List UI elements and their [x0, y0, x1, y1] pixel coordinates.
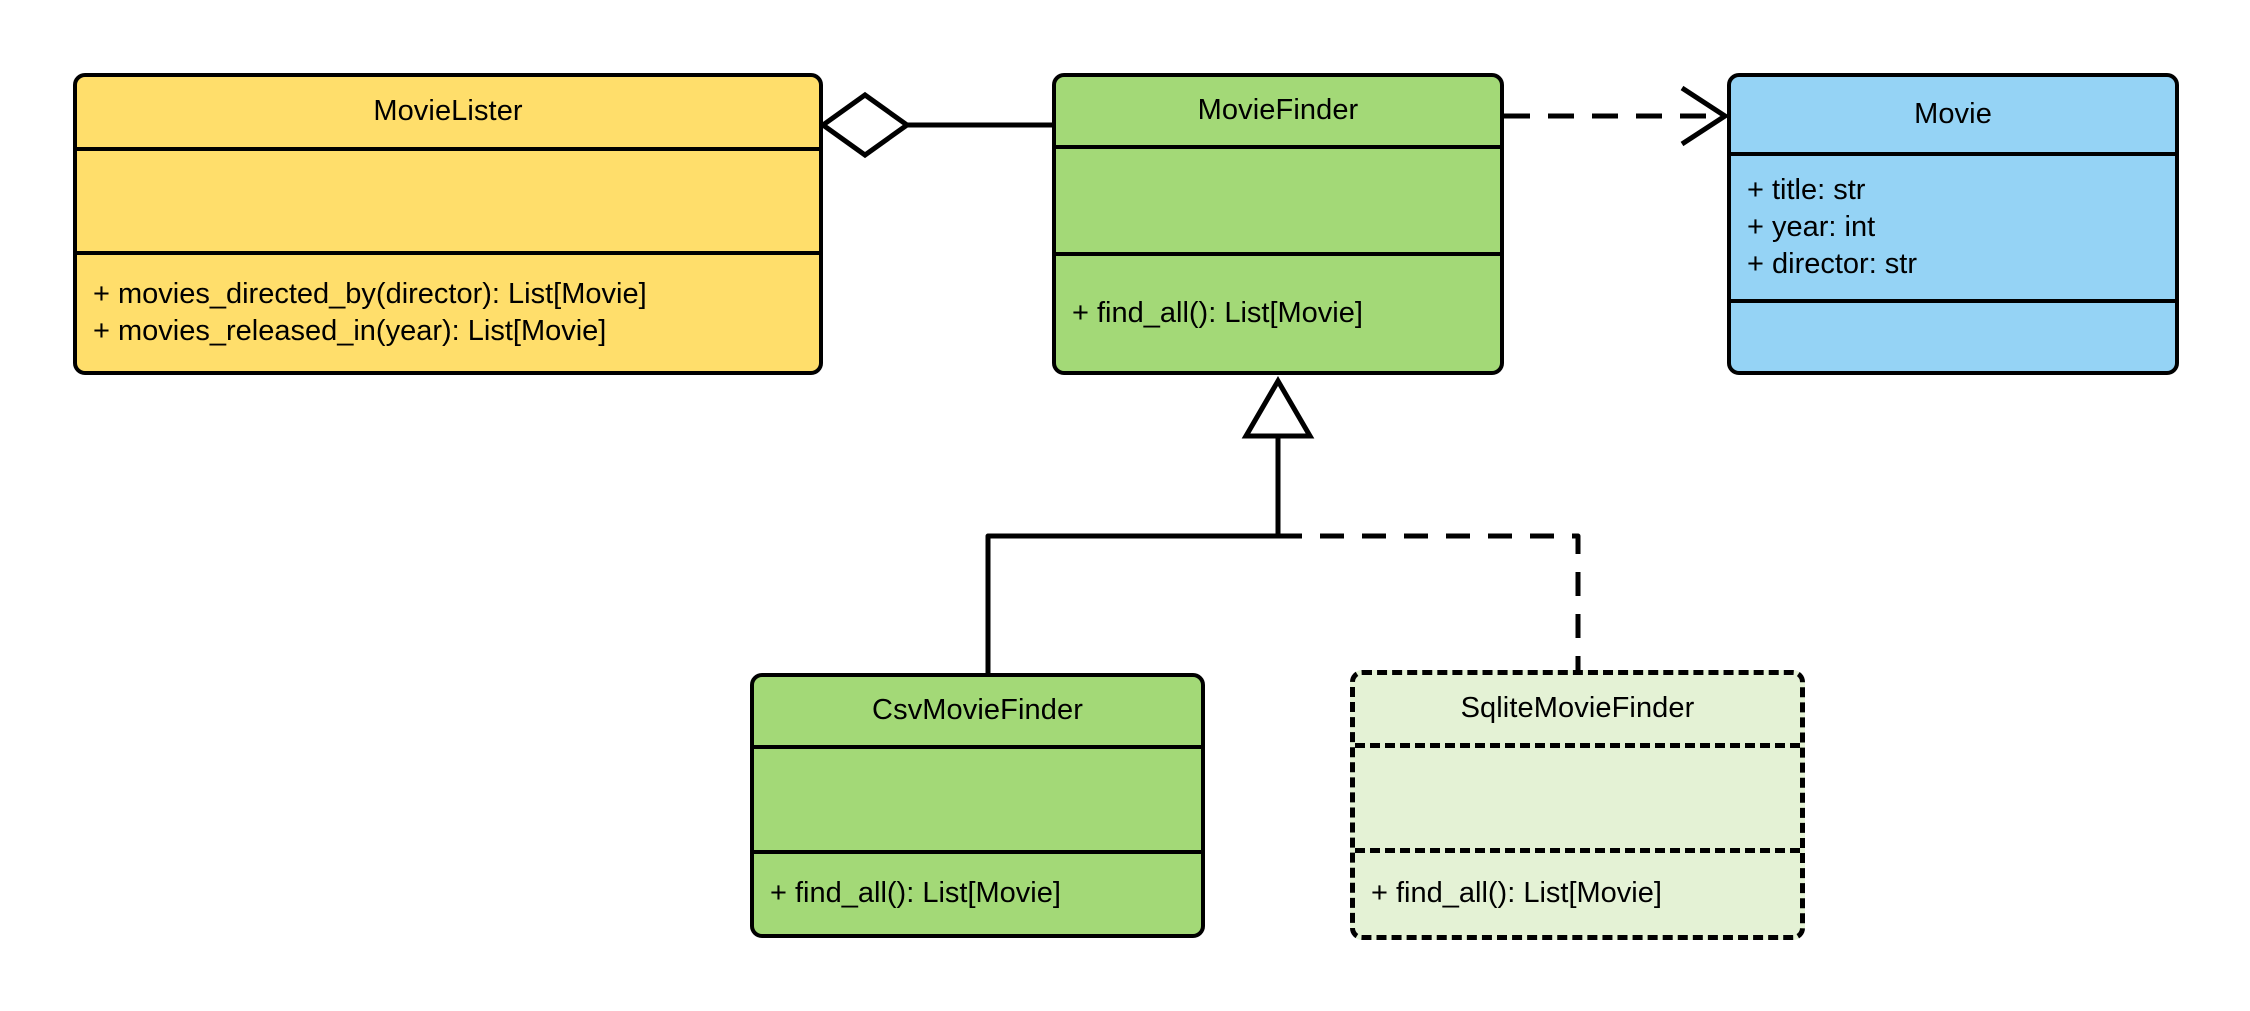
hollow-triangle-marker — [1241, 376, 1315, 439]
class-method-item: + find_all(): List[Movie] — [1371, 877, 1662, 910]
class-method-item: + find_all(): List[Movie] — [1072, 296, 1363, 329]
class-name-label: CsvMovieFinder — [872, 694, 1083, 727]
edge-dependency-finder-movie — [1504, 85, 1730, 147]
class-box-csv-movie-finder[interactable]: CsvMovieFinder + find_all(): List[Movie] — [750, 673, 1205, 938]
generalization-csv-line — [985, 533, 1278, 673]
class-name-label: MovieFinder — [1197, 94, 1359, 127]
class-attributes-compartment — [1355, 743, 1800, 848]
class-attribute-item: + year: int — [1747, 210, 1876, 243]
edge-generalization-sqlite-finder — [1278, 533, 1581, 670]
class-name-label: Movie — [1914, 97, 1992, 130]
class-box-sqlite-movie-finder[interactable]: SqliteMovieFinder + find_all(): List[Mov… — [1350, 670, 1805, 940]
class-attribute-item: + title: str — [1747, 173, 1866, 206]
class-title-compartment: SqliteMovieFinder — [1355, 675, 1800, 743]
class-attributes-compartment — [1056, 145, 1500, 252]
edge-aggregation-lister-finder — [818, 91, 1052, 159]
class-methods-compartment: + find_all(): List[Movie] — [754, 850, 1201, 934]
edge-generalization-trunk — [1241, 376, 1315, 536]
class-methods-compartment — [1731, 299, 2175, 371]
class-attribute-item: + director: str — [1747, 248, 1918, 281]
class-methods-compartment: + find_all(): List[Movie] — [1056, 252, 1500, 371]
generalization-sqlite-line — [1278, 533, 1581, 670]
class-name-label: MovieLister — [373, 95, 523, 128]
open-arrow-marker — [1680, 85, 1730, 147]
class-method-item: + movies_directed_by(director): List[Mov… — [93, 277, 647, 310]
class-method-item: + movies_released_in(year): List[Movie] — [93, 315, 607, 347]
hollow-diamond-marker — [818, 91, 912, 159]
class-box-movie-finder[interactable]: MovieFinder + find_all(): List[Movie] — [1052, 73, 1504, 375]
class-attributes-compartment — [754, 745, 1201, 850]
class-methods-compartment: + movies_directed_by(director): List[Mov… — [77, 251, 819, 371]
edge-generalization-csv-finder — [985, 533, 1278, 673]
class-methods-compartment: + find_all(): List[Movie] — [1355, 848, 1800, 935]
class-title-compartment: CsvMovieFinder — [754, 677, 1201, 745]
class-title-compartment: Movie — [1731, 77, 2175, 152]
class-method-item: + find_all(): List[Movie] — [770, 877, 1061, 910]
class-title-compartment: MovieFinder — [1056, 77, 1500, 145]
class-box-movie-lister[interactable]: MovieLister + movies_directed_by(directo… — [73, 73, 823, 375]
class-attributes-compartment: + title: str + year: int + director: str — [1731, 152, 2175, 299]
class-title-compartment: MovieLister — [77, 77, 819, 147]
class-attributes-compartment — [77, 147, 819, 251]
class-name-label: SqliteMovieFinder — [1460, 692, 1695, 725]
class-box-movie[interactable]: Movie + title: str + year: int + directo… — [1727, 73, 2179, 375]
